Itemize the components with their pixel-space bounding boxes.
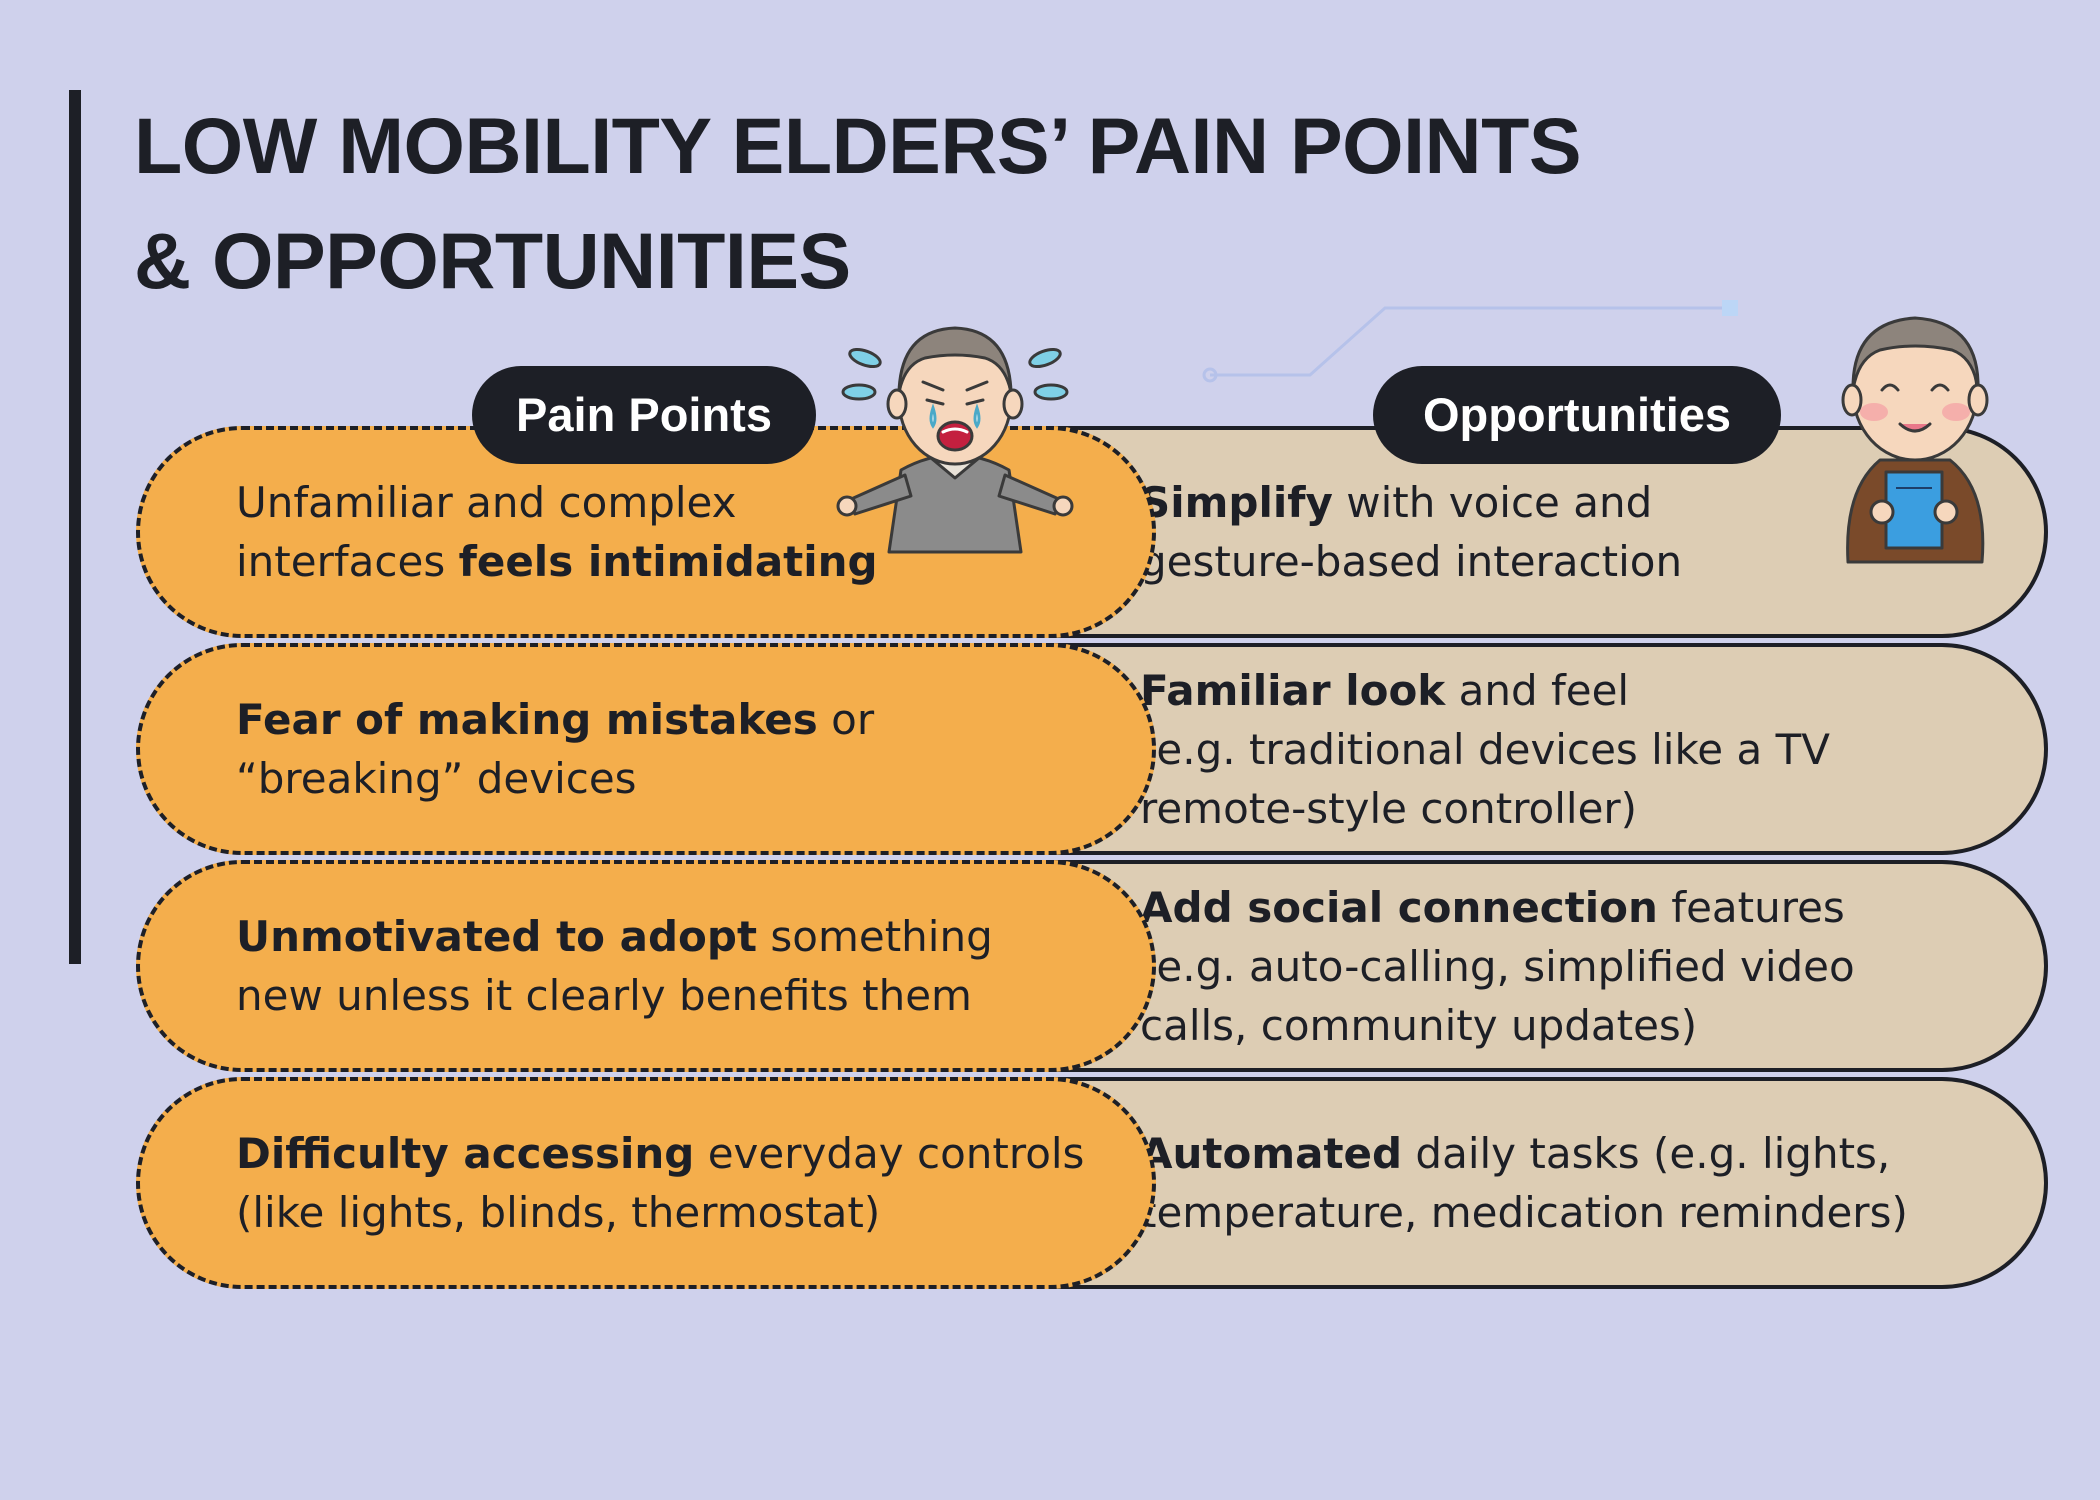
pain-point-card: Unmotivated to adopt something new unless… bbox=[136, 860, 1156, 1072]
text-segment: interfaces bbox=[236, 537, 459, 586]
opportunity-text: Simplify with voice and gesture-based int… bbox=[1140, 473, 2020, 591]
comparison-row: Simplify with voice and gesture-based int… bbox=[136, 426, 2052, 638]
text-line: Unmotivated to adopt something bbox=[236, 907, 1116, 966]
accent-bar bbox=[69, 90, 81, 964]
text-segment: features bbox=[1657, 882, 1845, 932]
page-title: LOW MOBILITY ELDERS’ PAIN POINTS & OPPOR… bbox=[134, 88, 1634, 318]
opportunity-text: Add social connection features(e.g. auto… bbox=[1140, 878, 2020, 1055]
title-line-1: LOW MOBILITY ELDERS’ PAIN POINTS bbox=[134, 101, 1582, 190]
bold-text: feels intimidating bbox=[458, 537, 878, 586]
text-line: (like lights, blinds, thermostat) bbox=[236, 1183, 1116, 1242]
text-segment: new unless it clearly benefits them bbox=[236, 971, 972, 1020]
pain-point-text: Fear of making mistakes or “breaking” dev… bbox=[236, 690, 1116, 808]
text-segment: daily tasks (e.g. lights, bbox=[1402, 1129, 1891, 1178]
opportunity-text: Familiar look and feel(e.g. traditional … bbox=[1140, 661, 2020, 838]
text-line: temperature, medication reminders) bbox=[1140, 1183, 2020, 1242]
text-segment: calls, community updates) bbox=[1140, 1000, 1698, 1050]
text-line: gesture-based interaction bbox=[1140, 532, 2020, 591]
comparison-row: Add social connection features(e.g. auto… bbox=[136, 860, 2052, 1072]
opportunity-card: Familiar look and feel(e.g. traditional … bbox=[1036, 643, 2048, 855]
text-segment: Unfamiliar and complex bbox=[236, 478, 737, 527]
text-segment: or bbox=[817, 695, 875, 744]
text-line: calls, community updates) bbox=[1140, 996, 2020, 1055]
crying-elder-icon bbox=[836, 326, 1074, 554]
comparison-row: Familiar look and feel(e.g. traditional … bbox=[136, 643, 2052, 855]
text-segment: (e.g. auto-calling, simplified video bbox=[1140, 941, 1855, 991]
pain-points-header: Pain Points bbox=[472, 366, 816, 464]
bold-text: Difficulty accessing bbox=[236, 1129, 695, 1178]
text-line: Fear of making mistakes or bbox=[236, 690, 1116, 749]
bold-text: Fear of making mistakes bbox=[236, 695, 818, 744]
opportunities-header: Opportunities bbox=[1373, 366, 1781, 464]
opportunity-card: Automated daily tasks (e.g. lights, tempe… bbox=[1036, 1077, 2048, 1289]
pain-point-card: Difficulty accessing everyday controls (l… bbox=[136, 1077, 1156, 1289]
comparison-row: Automated daily tasks (e.g. lights, tempe… bbox=[136, 1077, 2052, 1289]
text-segment: temperature, medication reminders) bbox=[1140, 1188, 1908, 1237]
pain-point-text: Unmotivated to adopt something new unless… bbox=[236, 907, 1116, 1025]
text-line: Add social connection features bbox=[1140, 878, 2020, 937]
pain-point-text: Difficulty accessing everyday controls (l… bbox=[236, 1124, 1116, 1242]
title-line-2: & OPPORTUNITIES bbox=[134, 216, 851, 305]
text-segment: gesture-based interaction bbox=[1140, 537, 1683, 586]
text-line: Difficulty accessing everyday controls bbox=[236, 1124, 1116, 1183]
pain-point-card: Fear of making mistakes or “breaking” dev… bbox=[136, 643, 1156, 855]
bold-text: Unmotivated to adopt bbox=[236, 912, 758, 961]
text-segment: (e.g. traditional devices like a TV bbox=[1140, 724, 1830, 774]
text-line: remote-style controller) bbox=[1140, 779, 2020, 838]
text-segment: something bbox=[757, 912, 993, 961]
bold-text: Automated bbox=[1140, 1129, 1403, 1178]
bold-text: Add social connection bbox=[1140, 882, 1658, 932]
opportunity-card: Add social connection features(e.g. auto… bbox=[1036, 860, 2048, 1072]
text-line: Simplify with voice and bbox=[1140, 473, 2020, 532]
decorative-circuit-line bbox=[1202, 300, 1738, 383]
text-line: interfaces feels intimidating bbox=[236, 532, 1116, 591]
text-line: Automated daily tasks (e.g. lights, bbox=[1140, 1124, 2020, 1183]
text-segment: everyday controls bbox=[694, 1129, 1085, 1178]
text-segment: (like lights, blinds, thermostat) bbox=[236, 1188, 881, 1237]
text-segment: and feel bbox=[1445, 665, 1630, 715]
text-line: “breaking” devices bbox=[236, 749, 1116, 808]
text-segment: remote-style controller) bbox=[1140, 783, 1638, 833]
text-line: new unless it clearly benefits them bbox=[236, 966, 1116, 1025]
text-segment: “breaking” devices bbox=[236, 754, 637, 803]
text-line: (e.g. auto-calling, simplified video bbox=[1140, 937, 2020, 996]
text-segment: with voice and bbox=[1332, 478, 1653, 527]
text-line: (e.g. traditional devices like a TV bbox=[1140, 720, 2020, 779]
bold-text: Familiar look bbox=[1140, 665, 1446, 715]
text-line: Familiar look and feel bbox=[1140, 661, 2020, 720]
smiling-elder-icon bbox=[1841, 316, 1989, 564]
opportunity-text: Automated daily tasks (e.g. lights, tempe… bbox=[1140, 1124, 2020, 1242]
pain-point-text: Unfamiliar and complex interfaces feels i… bbox=[236, 473, 1116, 591]
bold-text: Simplify bbox=[1140, 478, 1333, 527]
text-line: Unfamiliar and complex bbox=[236, 473, 1116, 532]
